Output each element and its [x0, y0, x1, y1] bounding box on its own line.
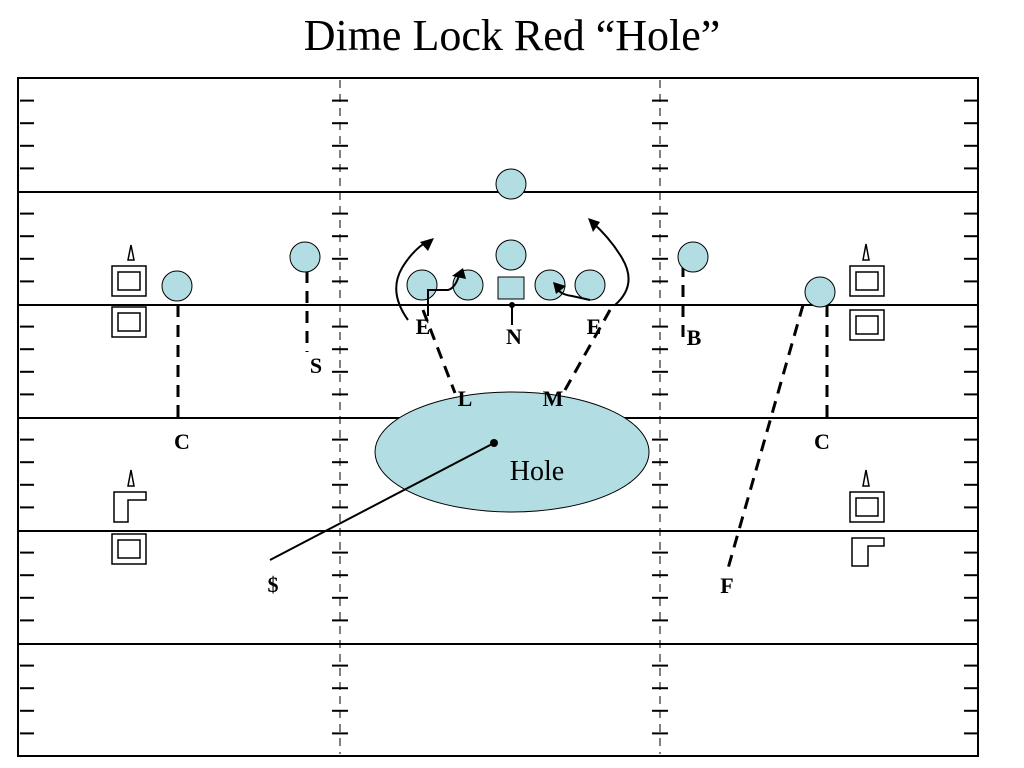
label-nose: N: [506, 324, 522, 349]
dollar-landmark-dot: [490, 439, 498, 447]
offense-player-back: [495, 239, 527, 271]
receiver-glyph-icon: [111, 243, 885, 567]
offense: [161, 168, 836, 308]
coverage-lines: [176, 265, 829, 573]
offense-player-tight-left: [289, 241, 321, 273]
tick-marks: [20, 99, 978, 735]
page-title: Dime Lock Red “Hole”: [303, 11, 721, 60]
center-icon: [497, 276, 525, 300]
label-free-safety: F: [720, 573, 733, 598]
label-strong-safety: S: [310, 353, 322, 378]
arrowheads: [420, 218, 600, 294]
offense-player-wide-left: [161, 270, 193, 302]
offense-lineman-rt: [574, 269, 606, 301]
hole-label: Hole: [510, 456, 564, 487]
defense-labels: C S E N E B C L M $ F: [174, 314, 830, 598]
label-lb-middle: M: [543, 386, 564, 411]
hole-zone: [374, 391, 650, 513]
label-end-left: E: [416, 314, 431, 339]
nose-dot: [509, 302, 515, 308]
label-dollar: $: [268, 572, 279, 597]
label-lb-left: L: [458, 386, 473, 411]
label-end-right: E: [587, 314, 602, 339]
offense-lineman-lt: [406, 269, 438, 301]
offense-player-qb: [495, 168, 527, 200]
label-buck: B: [687, 325, 702, 350]
offense-player-wide-right: [804, 276, 836, 308]
dollar-path: [269, 442, 495, 561]
offense-player-wing-right: [677, 241, 709, 273]
label-corner-left: C: [174, 429, 190, 454]
hash-columns: [339, 80, 661, 754]
label-corner-right: C: [814, 429, 830, 454]
